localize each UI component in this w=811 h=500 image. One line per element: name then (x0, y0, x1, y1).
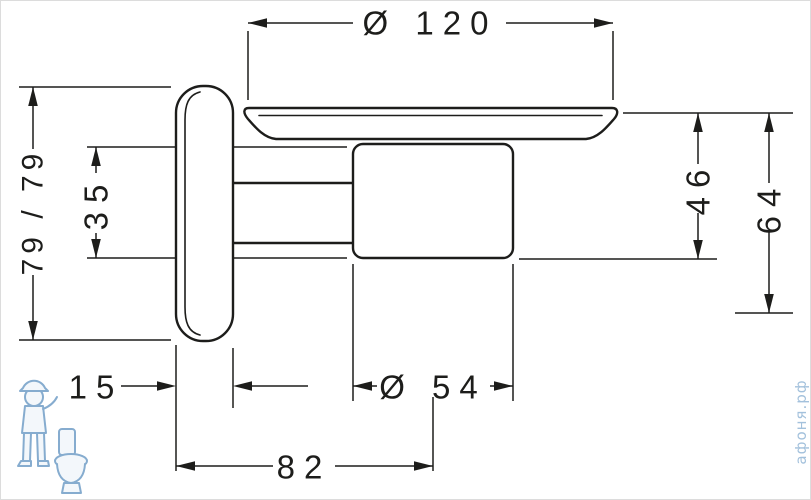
dimension-right-inner: 46 (519, 112, 793, 260)
plumber-arm (42, 396, 58, 410)
arrowhead-down (764, 294, 774, 313)
dim-label-right-outer: 64 (751, 180, 788, 235)
wall-backplate-contour (184, 91, 201, 336)
dimension-left-height: 79 / 79 (17, 86, 171, 341)
plumber-cap (19, 379, 49, 392)
dim-label-right-inner: 46 (680, 161, 717, 216)
arrowhead-up (28, 87, 38, 106)
arrowhead-right (494, 381, 513, 391)
dim-label-left-inner: 35 (78, 176, 115, 231)
arrowhead-left (233, 381, 252, 391)
arrowhead-left (353, 381, 372, 391)
dim-label-bottom-diameter: Ø 54 (379, 369, 487, 406)
plumber-legs (22, 432, 46, 462)
plumber-feet (17, 460, 50, 467)
plumber-torso (21, 405, 47, 434)
dim-label-left-height: 79 / 79 (17, 149, 50, 276)
arrowhead-left (248, 18, 267, 28)
dimension-bottom-diameter: Ø 54 (352, 264, 514, 406)
toilet-tank (58, 428, 76, 456)
arrowhead-up (693, 113, 703, 132)
dimension-top-diameter: Ø 120 (247, 5, 614, 100)
dim-label-top-diameter: Ø 120 (363, 5, 498, 42)
arrowhead-right (414, 461, 433, 471)
arrowhead-down (693, 240, 703, 259)
arrowhead-up (91, 147, 101, 166)
watermark-plumber-icon (17, 379, 88, 494)
wall-backplate-outline (174, 84, 235, 343)
dim-label-bottom-thickness: 15 (69, 369, 124, 406)
watermark-site-text: афоня.рф (792, 379, 810, 464)
arrowhead-right (594, 18, 613, 28)
holder-cup-outline (351, 142, 515, 260)
arrowhead-down (91, 239, 101, 258)
arrowhead-left (176, 461, 195, 471)
soap-dish-plate-outline (243, 106, 619, 141)
soap-dish-object (174, 84, 619, 343)
dim-label-bottom-depth: 82 (277, 449, 332, 486)
dimension-left-inner: 35 (78, 146, 347, 259)
arrowhead-up (764, 113, 774, 132)
dimension-right-outer: 64 (735, 113, 793, 314)
mounting-arm-outline (233, 181, 353, 245)
arrowhead-down (28, 321, 38, 340)
dimension-bottom-depth: 82 (176, 397, 434, 486)
dimension-bottom-thickness: 15 (69, 345, 308, 471)
toilet-base (61, 482, 82, 494)
toilet-bowl (56, 463, 86, 484)
arrowhead-right (157, 381, 176, 391)
